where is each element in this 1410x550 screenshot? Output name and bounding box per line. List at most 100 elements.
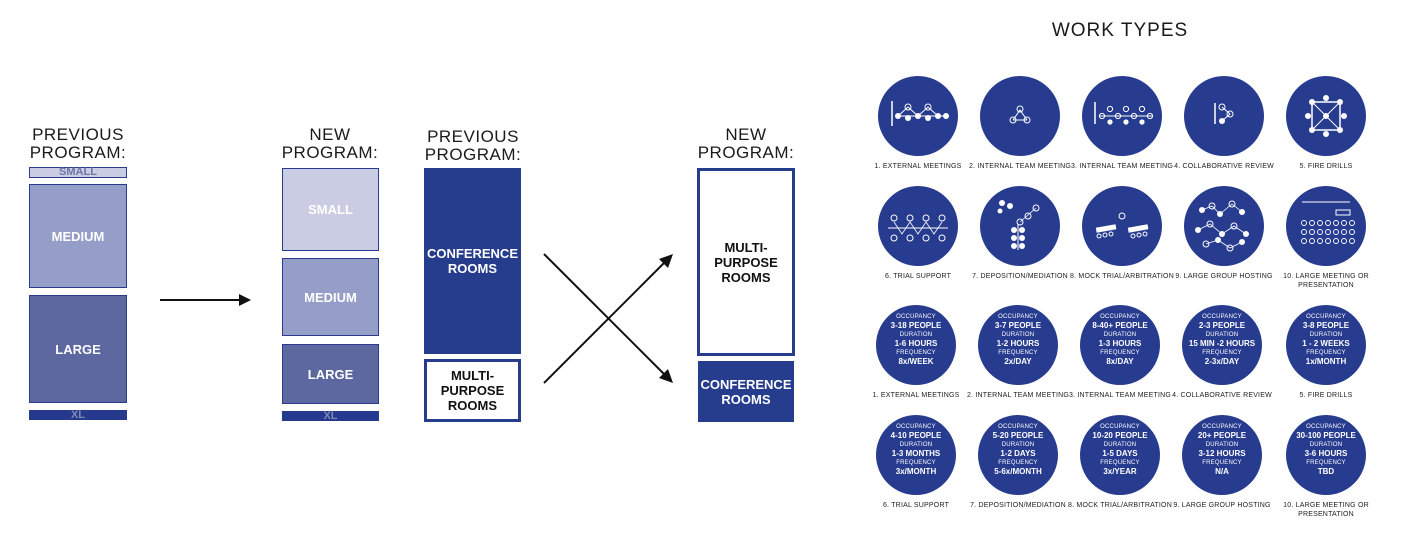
frequency-key: FREQUENCY bbox=[1202, 350, 1242, 356]
duration-key: DURATION bbox=[899, 332, 933, 338]
work-type-info-circle: OCCUPANCY 3-7 PEOPLE DURATION 1-2 HOURS … bbox=[978, 305, 1058, 385]
work-type-label: 9. LARGE GROUP HOSTING bbox=[1173, 502, 1271, 509]
work-type-label: 2. INTERNAL TEAM MEETING bbox=[966, 392, 1070, 399]
block-multipurpose-rooms: MULTI- PURPOSE ROOMS bbox=[424, 359, 521, 422]
work-type-info-circle: OCCUPANCY 20+ PEOPLE DURATION 3-12 HOURS… bbox=[1182, 415, 1262, 495]
work-type-label: 6. TRIAL SUPPORT bbox=[882, 502, 950, 509]
cross-arrows-icon bbox=[543, 253, 673, 384]
frequency-value: 1x/MONTH bbox=[1305, 357, 1347, 366]
frequency-key: FREQUENCY bbox=[896, 350, 936, 356]
duration-key: DURATION bbox=[1205, 442, 1239, 448]
frequency-value: N/A bbox=[1215, 467, 1229, 476]
work-type-label: 2. INTERNAL TEAM MEETING bbox=[968, 163, 1072, 170]
frequency-value: 2x/DAY bbox=[1004, 357, 1032, 366]
work-type-label: 5. FIRE DRILLS bbox=[1299, 392, 1353, 399]
info-block: OCCUPANCY 3-8 PEOPLE DURATION 1 - 2 WEEK… bbox=[1286, 314, 1366, 368]
occupancy-key: OCCUPANCY bbox=[1202, 314, 1242, 320]
occupancy-value: 3-8 PEOPLE bbox=[1302, 321, 1350, 330]
work-type-info-circle: OCCUPANCY 5-20 PEOPLE DURATION 1-2 DAYS … bbox=[978, 415, 1058, 495]
work-type-label: 4. COLLABORATIVE REVIEW bbox=[1174, 163, 1274, 170]
frequency-value: 3x/YEAR bbox=[1103, 467, 1137, 476]
occupancy-value: 4-10 PEOPLE bbox=[890, 431, 942, 440]
occupancy-key: OCCUPANCY bbox=[1100, 424, 1140, 430]
deposition-mediation-icon bbox=[980, 186, 1060, 266]
fire-drills-icon bbox=[1286, 76, 1366, 156]
heading-line: PROGRAM: bbox=[29, 143, 127, 162]
duration-key: DURATION bbox=[1309, 442, 1343, 448]
info-block: OCCUPANCY 5-20 PEOPLE DURATION 1-2 DAYS … bbox=[978, 424, 1058, 478]
frequency-key: FREQUENCY bbox=[998, 350, 1038, 356]
block-medium: MEDIUM bbox=[282, 258, 379, 336]
trial-support-icon bbox=[878, 186, 958, 266]
previous-program-heading: PREVIOUS PROGRAM: bbox=[28, 126, 128, 162]
block-small: SMALL bbox=[282, 168, 379, 251]
frequency-value: 8x/DAY bbox=[1106, 357, 1134, 366]
block-medium: MEDIUM bbox=[29, 184, 127, 288]
occupancy-key: OCCUPANCY bbox=[1202, 424, 1242, 430]
duration-key: DURATION bbox=[899, 442, 933, 448]
large-meeting-presentation-icon bbox=[1286, 186, 1366, 266]
previous-program-heading: PREVIOUS PROGRAM: bbox=[422, 128, 524, 164]
duration-value: 1-2 DAYS bbox=[1000, 449, 1036, 458]
work-type-label: 10. LARGE MEETING OR PRESENTATION bbox=[1283, 502, 1369, 518]
work-type-label: 6. TRIAL SUPPORT bbox=[884, 273, 952, 280]
heading-line: PROGRAM: bbox=[281, 143, 379, 162]
work-type-label: 1. EXTERNAL MEETINGS bbox=[874, 163, 962, 170]
duration-value: 3-12 HOURS bbox=[1198, 449, 1246, 458]
duration-value: 1 - 2 WEEKS bbox=[1302, 339, 1350, 348]
frequency-key: FREQUENCY bbox=[896, 460, 936, 466]
info-block: OCCUPANCY 4-10 PEOPLE DURATION 1-3 MONTH… bbox=[876, 424, 956, 478]
work-type-label: 8. MOCK TRIAL/ARBITRATION bbox=[1070, 273, 1174, 280]
frequency-key: FREQUENCY bbox=[1202, 460, 1242, 466]
frequency-value: 3x/MONTH bbox=[895, 467, 937, 476]
occupancy-value: 20+ PEOPLE bbox=[1197, 431, 1247, 440]
duration-key: DURATION bbox=[1103, 442, 1137, 448]
work-type-info-circle: OCCUPANCY 4-10 PEOPLE DURATION 1-3 MONTH… bbox=[876, 415, 956, 495]
work-type-label: 7. DEPOSITION/MEDIATION bbox=[972, 273, 1068, 280]
info-block: OCCUPANCY 8-40+ PEOPLE DURATION 1-3 HOUR… bbox=[1080, 314, 1160, 368]
work-types-title: WORK TYPES bbox=[1051, 20, 1189, 41]
heading-line: NEW bbox=[725, 125, 767, 144]
internal-team-meeting-icon bbox=[980, 76, 1060, 156]
work-type-info-circle: OCCUPANCY 8-40+ PEOPLE DURATION 1-3 HOUR… bbox=[1080, 305, 1160, 385]
occupancy-key: OCCUPANCY bbox=[1306, 314, 1346, 320]
work-type-label: 8. MOCK TRIAL/ARBITRATION bbox=[1068, 502, 1172, 509]
new-program-heading: NEW PROGRAM: bbox=[696, 126, 796, 162]
duration-key: DURATION bbox=[1001, 442, 1035, 448]
block-multipurpose-rooms: MULTI- PURPOSE ROOMS bbox=[697, 168, 795, 356]
block-large: LARGE bbox=[29, 295, 127, 403]
frequency-key: FREQUENCY bbox=[1306, 350, 1346, 356]
frequency-value: 5-6x/MONTH bbox=[994, 467, 1042, 476]
occupancy-value: 3-18 PEOPLE bbox=[890, 321, 942, 330]
frequency-key: FREQUENCY bbox=[998, 460, 1038, 466]
info-block: OCCUPANCY 30-100 PEOPLE DURATION 3-6 HOU… bbox=[1286, 424, 1366, 478]
work-type-info-circle: OCCUPANCY 3-8 PEOPLE DURATION 1 - 2 WEEK… bbox=[1286, 305, 1366, 385]
duration-value: 15 MIN -2 HOURS bbox=[1188, 339, 1256, 348]
work-type-info-circle: OCCUPANCY 2-3 PEOPLE DURATION 15 MIN -2 … bbox=[1182, 305, 1262, 385]
info-block: OCCUPANCY 10-20 PEOPLE DURATION 1-5 DAYS… bbox=[1080, 424, 1160, 478]
frequency-key: FREQUENCY bbox=[1306, 460, 1346, 466]
info-block: OCCUPANCY 20+ PEOPLE DURATION 3-12 HOURS… bbox=[1182, 424, 1262, 478]
work-type-label: 3. INTERNAL TEAM MEETING bbox=[1068, 392, 1172, 399]
occupancy-key: OCCUPANCY bbox=[998, 424, 1038, 430]
duration-value: 1-2 HOURS bbox=[996, 339, 1040, 348]
large-group-hosting-icon bbox=[1184, 186, 1264, 266]
occupancy-key: OCCUPANCY bbox=[998, 314, 1038, 320]
new-program-heading: NEW PROGRAM: bbox=[280, 126, 380, 162]
duration-value: 1-6 HOURS bbox=[894, 339, 938, 348]
heading-line: PREVIOUS bbox=[427, 127, 519, 146]
heading-line: NEW bbox=[309, 125, 351, 144]
occupancy-value: 10-20 PEOPLE bbox=[1092, 431, 1148, 440]
duration-key: DURATION bbox=[1205, 332, 1239, 338]
work-type-label: 1. EXTERNAL MEETINGS bbox=[872, 392, 960, 399]
mock-trial-icon bbox=[1082, 186, 1162, 266]
occupancy-value: 8-40+ PEOPLE bbox=[1092, 321, 1148, 330]
duration-key: DURATION bbox=[1103, 332, 1137, 338]
duration-key: DURATION bbox=[1309, 332, 1343, 338]
frequency-value: 2-3x/DAY bbox=[1204, 357, 1240, 366]
external-meetings-icon bbox=[878, 76, 958, 156]
duration-key: DURATION bbox=[1001, 332, 1035, 338]
work-type-label: 4. COLLABORATIVE REVIEW bbox=[1172, 392, 1272, 399]
work-type-label: 3. INTERNAL TEAM MEETING bbox=[1070, 163, 1174, 170]
work-type-label: 9. LARGE GROUP HOSTING bbox=[1175, 273, 1273, 280]
